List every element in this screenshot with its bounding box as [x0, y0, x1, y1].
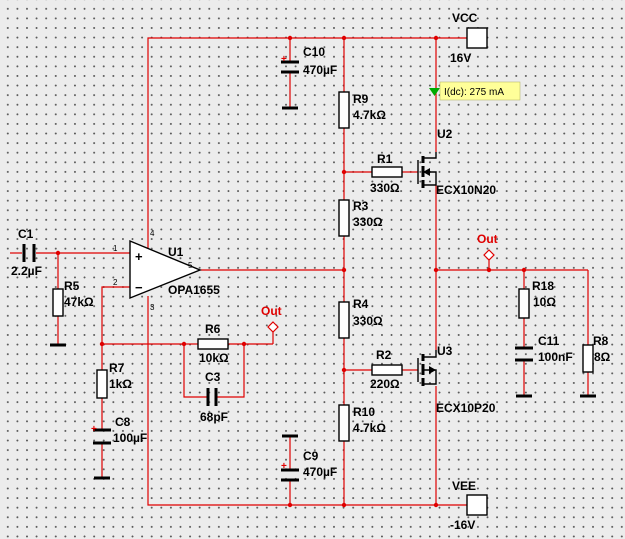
vcc-name: VCC	[452, 11, 478, 25]
c1-ref: C1	[18, 227, 34, 241]
resistor-r9[interactable]: R9 4.7kΩ	[338, 91, 386, 129]
vcc-terminal[interactable]	[466, 27, 488, 49]
pin-3-label: 3	[150, 303, 155, 312]
r6-ref: R6	[205, 322, 221, 336]
r1-ref: R1	[377, 152, 393, 166]
resistor-r2[interactable]: R2 220Ω	[370, 348, 403, 391]
out-main-label: Out	[477, 232, 498, 246]
r3-value: 330Ω	[353, 215, 383, 229]
capacitor-c1[interactable]: C1 2.2µF	[11, 227, 42, 278]
polarity-mark: +	[281, 461, 287, 472]
resistor-r7[interactable]: R7 1kΩ	[96, 361, 132, 399]
net-label-out-main[interactable]: Out	[477, 232, 498, 261]
r7-ref: R7	[109, 361, 125, 375]
junctions	[55, 35, 527, 508]
current-probe[interactable]: I(dc): 275 mA	[429, 81, 521, 101]
vee-value: -16V	[450, 518, 475, 532]
resistor-r3[interactable]: R3 330Ω	[338, 199, 383, 237]
r7-value: 1kΩ	[109, 377, 132, 391]
capacitor-c11[interactable]: C11 100nF	[515, 334, 573, 398]
c3-ref: C3	[205, 370, 221, 384]
capacitor-c10[interactable]: + C10 470µF	[281, 45, 337, 110]
r8-ref: R8	[593, 334, 609, 348]
r2-ref: R2	[376, 348, 392, 362]
opamp-u1[interactable]: + − 1 2 3 4 5 U1 OPA1655	[113, 229, 220, 312]
vee-supply[interactable]: VEE -16V	[450, 479, 488, 532]
probe-box	[439, 81, 521, 101]
r10-ref: R10	[353, 405, 375, 419]
capacitor-c3[interactable]: C3 68pF	[200, 370, 228, 424]
net-label-out-feedback[interactable]: Out	[261, 304, 282, 333]
probe-label: I(dc): 275 mA	[444, 87, 504, 98]
r9-ref: R9	[353, 92, 369, 106]
vcc-value: 16V	[450, 51, 471, 65]
capacitor-c9[interactable]: + C9 470µF	[281, 434, 337, 482]
ground-symbols	[50, 343, 596, 480]
resistor-r5[interactable]: R5 47kΩ	[52, 279, 94, 317]
vee-terminal[interactable]	[466, 494, 488, 516]
c8-ref: C8	[115, 415, 131, 429]
resistor-r4[interactable]: R4 330Ω	[338, 297, 383, 339]
inverting-symbol: −	[135, 280, 143, 295]
r5-ref: R5	[64, 279, 80, 293]
net-port-icon	[267, 321, 279, 333]
polarity-mark: +	[281, 54, 287, 65]
polarity-mark: +	[91, 424, 97, 435]
resistor-r1[interactable]: R1 330Ω	[370, 152, 403, 195]
r9-value: 4.7kΩ	[353, 108, 386, 122]
u3-ref: U3	[437, 344, 453, 358]
u2-ref: U2	[437, 127, 453, 141]
resistor-r6[interactable]: R6 10kΩ	[197, 322, 229, 365]
c3-value: 68pF	[200, 410, 228, 424]
c11-value: 100nF	[538, 350, 573, 364]
u1-ref: U1	[168, 245, 184, 259]
u2-part: ECX10N20	[436, 183, 496, 197]
mosfet-u3[interactable]: U3 ECX10P20	[417, 344, 496, 415]
r6-value: 10kΩ	[199, 351, 229, 365]
r8-value: 8Ω	[594, 350, 611, 364]
r18-value: 10Ω	[533, 295, 556, 309]
vcc-supply[interactable]: VCC 16V	[450, 11, 488, 65]
pin-2-label: 2	[113, 278, 118, 287]
mosfet-u2[interactable]: U2 ECX10N20	[417, 127, 496, 197]
u3-part: ECX10P20	[436, 401, 496, 415]
resistor-r18[interactable]: R18 10Ω	[518, 279, 556, 319]
c9-value: 470µF	[303, 465, 337, 479]
vee-name: VEE	[452, 479, 476, 493]
c11-ref: C11	[538, 334, 560, 348]
c8-value: 100µF	[113, 431, 147, 445]
pin-5-label: 5	[188, 261, 193, 270]
c10-ref: C10	[303, 45, 325, 59]
c1-value: 2.2µF	[11, 264, 42, 278]
r4-value: 330Ω	[353, 314, 383, 328]
resistor-r10[interactable]: R10 4.7kΩ	[338, 404, 386, 442]
r18-ref: R18	[532, 279, 554, 293]
resistor-r8[interactable]: R8 8Ω	[582, 334, 611, 373]
r5-value: 47kΩ	[64, 295, 94, 309]
u1-part: OPA1655	[168, 283, 220, 297]
pin-1-label: 1	[113, 244, 118, 253]
out-feedback-label: Out	[261, 304, 282, 318]
r4-ref: R4	[353, 297, 369, 311]
probe-arrow-icon	[429, 88, 440, 96]
pin-4-label: 4	[150, 229, 155, 238]
c10-value: 470µF	[303, 63, 337, 77]
capacitor-c8[interactable]: + C8 100µF	[91, 415, 147, 480]
net-port-icon	[483, 249, 495, 261]
noninverting-symbol: +	[135, 249, 143, 264]
r10-value: 4.7kΩ	[353, 421, 386, 435]
c9-ref: C9	[303, 449, 319, 463]
r2-value: 220Ω	[370, 377, 400, 391]
r1-value: 330Ω	[370, 181, 400, 195]
r3-ref: R3	[353, 199, 369, 213]
